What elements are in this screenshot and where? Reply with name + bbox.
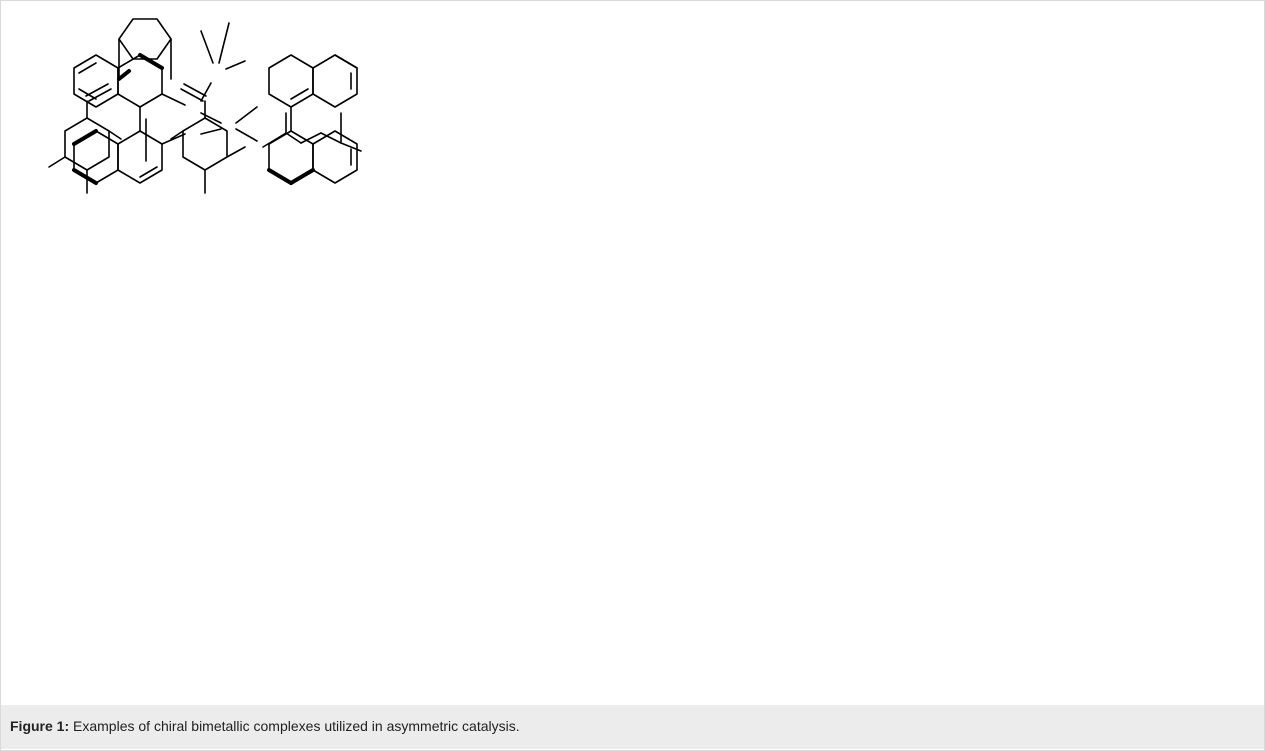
caption-label: Figure 1:: [10, 718, 70, 734]
figure-caption: Figure 1: Examples of chiral bimetallic …: [10, 718, 520, 734]
compound-1-structure: [72, 22, 358, 185]
scheme-drawing: [48, 18, 362, 194]
caption-text: Examples of chiral bimetallic complexes …: [69, 718, 520, 734]
compound-2-structure: [48, 18, 362, 194]
caption-bar: Figure 1: Examples of chiral bimetallic …: [1, 705, 1264, 749]
